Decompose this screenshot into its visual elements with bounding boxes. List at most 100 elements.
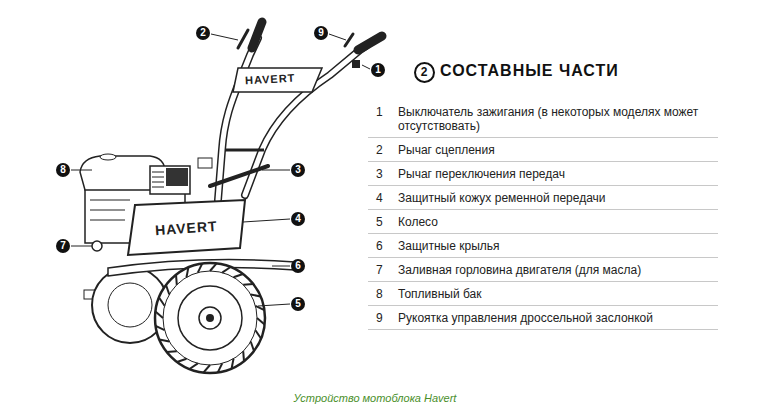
tread-mark xyxy=(222,267,230,273)
callout-text: 1 xyxy=(375,64,381,75)
tread-mark xyxy=(232,359,234,369)
cooling-fins xyxy=(152,172,164,187)
callout-text: 8 xyxy=(60,164,66,175)
table-number: 7 xyxy=(376,263,383,277)
callout-number: 3 xyxy=(291,163,305,177)
grip xyxy=(358,36,382,50)
tread-mark xyxy=(203,365,210,373)
leader-line xyxy=(258,304,290,306)
table-row: 1 Выключатель зажигания (в некоторых моде… xyxy=(368,100,718,138)
callout-number: 7 xyxy=(56,239,70,253)
table-number: 6 xyxy=(376,239,383,253)
throttle-lever xyxy=(345,34,353,46)
table-number: 5 xyxy=(376,215,383,229)
tread-mark xyxy=(166,285,169,295)
table-cell: Колесо xyxy=(398,215,710,229)
table-cell: Рычаг переключения передач xyxy=(398,167,710,181)
leader-line xyxy=(211,34,238,40)
table-cell: Топливный бак xyxy=(398,287,710,301)
table-cell: Защитные крылья xyxy=(398,239,710,253)
cross-tube xyxy=(225,149,264,152)
tread-mark xyxy=(243,283,253,286)
tread-mark xyxy=(218,363,222,372)
tread-mark xyxy=(198,264,202,273)
table-cell: Рукоятка управления дроссельной заслонко… xyxy=(398,311,710,325)
callout-text: 6 xyxy=(295,260,301,271)
tread-mark xyxy=(234,274,244,277)
callout-number: 4 xyxy=(291,212,305,226)
table-number: 9 xyxy=(376,311,383,325)
muffler xyxy=(166,168,188,186)
callout-text: 4 xyxy=(295,213,301,224)
caption: Устройство мотоблока Havert xyxy=(200,392,550,404)
callout-number: 2 xyxy=(196,26,210,40)
tread-mark xyxy=(255,306,264,310)
leader-line xyxy=(272,266,290,267)
tread-mark xyxy=(155,311,163,318)
tread-mark xyxy=(190,363,198,369)
table-cell: Выключатель зажигания (в некоторых модел… xyxy=(398,105,710,133)
tread-mark xyxy=(159,298,165,306)
callout-text: 2 xyxy=(421,65,428,79)
table-number: 4 xyxy=(376,191,383,205)
table-cell: Рычаг сцепления xyxy=(398,143,710,157)
callout-text: 9 xyxy=(318,27,324,38)
tread-mark xyxy=(156,326,165,330)
table-row: 8 Топливный бак xyxy=(368,282,718,306)
cylinder-head xyxy=(150,166,190,194)
leader-line xyxy=(329,34,346,40)
callout-number: 5 xyxy=(291,297,305,311)
tire-inner xyxy=(163,271,257,365)
table-number: 1 xyxy=(376,105,383,119)
callout-number: 8 xyxy=(56,163,70,177)
clutch-lever xyxy=(238,30,248,48)
bracket xyxy=(198,158,212,168)
table-row: 6 Защитные крылья xyxy=(368,234,718,258)
hub-center xyxy=(206,314,214,322)
tread-mark xyxy=(187,267,189,277)
section-number-circle: 2 xyxy=(414,62,435,83)
callout-text: 7 xyxy=(60,240,66,251)
table-row: 4 Защитный кожух ременной передачи xyxy=(368,186,718,210)
tread-mark xyxy=(242,351,245,361)
tread-mark xyxy=(257,318,265,325)
leader-line xyxy=(243,219,290,222)
tread-mark xyxy=(251,342,254,352)
ignition-switch xyxy=(352,60,360,68)
tread-mark xyxy=(251,295,261,297)
hub xyxy=(199,307,221,329)
oil-filler xyxy=(92,241,102,251)
table-number: 2 xyxy=(376,143,383,157)
tread-mark xyxy=(175,275,178,285)
table-number: 3 xyxy=(376,167,383,181)
engine-detail xyxy=(90,200,130,220)
front-rim xyxy=(178,286,242,350)
handle-plate xyxy=(233,68,322,92)
leader-line xyxy=(362,65,370,69)
tread-mark xyxy=(210,263,217,271)
tank-cap xyxy=(100,154,116,160)
callout-number: 6 xyxy=(291,259,305,273)
table-number: 8 xyxy=(376,287,383,301)
table-row: 5 Колесо xyxy=(368,210,718,234)
callout-number: 9 xyxy=(314,26,328,40)
belt-cover xyxy=(128,200,245,255)
leader-lines xyxy=(71,34,370,306)
tread-mark xyxy=(177,359,187,362)
leader-line xyxy=(71,170,92,171)
gear-lever xyxy=(210,166,268,186)
table-row: 9 Рукоятка управления дроссельной заслонк… xyxy=(368,306,718,330)
front-wheel xyxy=(155,263,265,373)
table-cell: Защитный кожух ременной передачи xyxy=(398,191,710,205)
callout-text: 5 xyxy=(295,298,301,309)
table-row: 7Заливная горловина двигателя (для масла… xyxy=(368,258,718,282)
table-row: 2 Рычаг сцепления xyxy=(368,138,718,162)
parts-table: 1 Выключатель зажигания (в некоторых моде… xyxy=(368,100,718,330)
tread-mark xyxy=(159,340,169,342)
callout-text: 3 xyxy=(295,164,301,175)
callout-text: 2 xyxy=(200,27,206,38)
tread-mark xyxy=(167,350,177,353)
leader-line xyxy=(71,246,92,247)
